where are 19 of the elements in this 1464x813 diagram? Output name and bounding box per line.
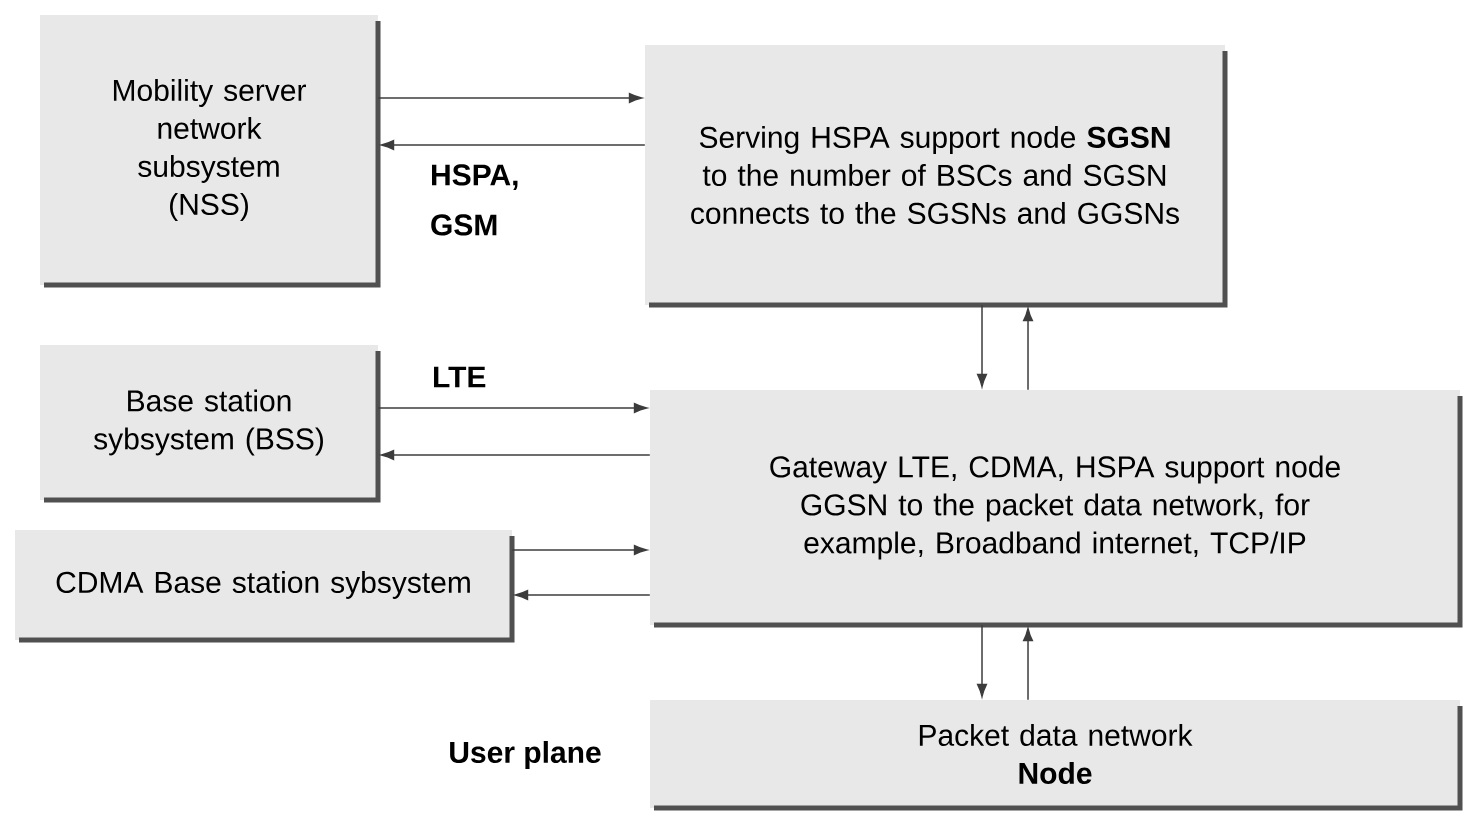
- edge-label: LTE: [434, 366, 486, 388]
- arrow: [380, 140, 646, 150]
- process-box: Mobility server network subsystem (NSS): [40, 15, 381, 288]
- arrow: [977, 624, 987, 698]
- edge-label: HSPA, GSM: [431, 164, 518, 236]
- arrow: [380, 450, 651, 460]
- arrow: [377, 93, 643, 103]
- process-box: Gateway LTE, CDMA, HSPA support node GGSN to the packet data network, for example, Broadband internet, TCP/IP: [650, 390, 1463, 628]
- process-box: Base station sybsystem (BSS): [40, 345, 381, 503]
- arrow: [377, 403, 648, 413]
- arrow: [1023, 627, 1033, 701]
- plane-label: User plane: [450, 741, 601, 769]
- arrow: [514, 590, 651, 600]
- process-box: Packet data network Node: [650, 700, 1463, 811]
- arrow: [511, 545, 648, 555]
- arrow: [977, 304, 987, 388]
- process-box: Serving HSPA support node SGSN to the number of BSCs and SGSN connects to the SGSNs and GGSNs: [645, 45, 1228, 308]
- process-box: CDMA Base station sybsystem: [15, 530, 515, 643]
- arrow: [1023, 307, 1033, 391]
